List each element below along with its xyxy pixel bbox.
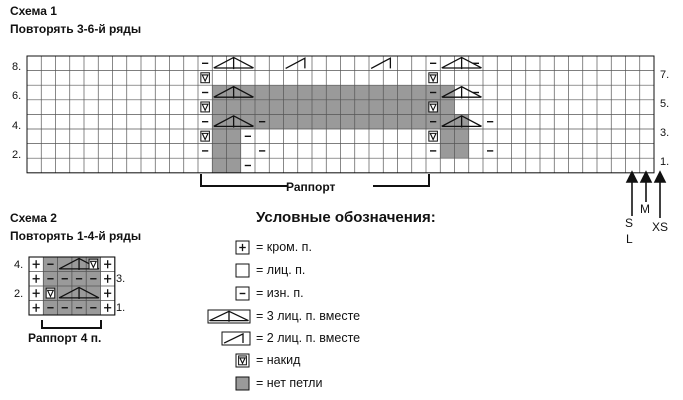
grid-border [26, 55, 655, 174]
scheme2-row-label: 4. [14, 259, 24, 271]
scheme1-row-label: 4. [12, 120, 22, 132]
scheme1-row-label: 7. [660, 69, 670, 81]
scheme1-row-label: 8. [12, 61, 22, 73]
yarn-over-symbol [201, 74, 209, 83]
yarn-over-symbol [429, 74, 437, 83]
yarn-over-symbol [429, 103, 437, 112]
yarn-over-symbol [201, 103, 209, 112]
size-label-xs: XS [652, 220, 669, 234]
legend-knit-text: = лиц. п. [256, 263, 306, 277]
legend-k3tog-text: = 3 лиц. п. вместе [256, 309, 361, 323]
k3tog-symbol [213, 56, 254, 70]
scheme1-subtitle: Повторять 3-6-й ряды [10, 22, 142, 36]
scheme2-rapport-bracket [41, 320, 102, 329]
scheme1-rapport-bracket [200, 174, 430, 187]
yarn-over-symbol [200, 130, 210, 142]
yarn-over-symbol [239, 357, 246, 365]
scheme2-subtitle: Повторять 1-4-й ряды [10, 229, 142, 243]
legend-purl-text: = изн. п. [256, 286, 304, 300]
legend-edge-stitch-text: = кром. п. [256, 240, 312, 254]
yarn-over-symbol [46, 289, 55, 298]
scheme1-row-label: 2. [12, 149, 22, 161]
k2tog-symbol [223, 332, 244, 344]
yarn-over-symbol [428, 130, 438, 142]
scheme2-title: Схема 2 [10, 211, 57, 225]
k3tog-symbol [441, 85, 482, 99]
legend-title: Условные обозначения: [256, 209, 436, 226]
yarn-over-symbol [201, 132, 209, 141]
size-arrow-s-head [625, 170, 639, 183]
yarn-over-symbol [200, 72, 210, 84]
k3tog-symbol [213, 85, 254, 99]
size-label-l: L [626, 232, 633, 246]
size-label-s: S [625, 216, 634, 230]
scheme2-row-label: 2. [14, 288, 24, 300]
scheme1-row-label: 3. [660, 127, 670, 139]
scheme2-rapport-label: Раппорт 4 п. [28, 331, 102, 345]
scheme2-grid [28, 256, 116, 316]
legend-k2tog-text: = 2 лиц. п. вместе [256, 331, 361, 345]
legend-knit-icon [235, 263, 250, 278]
legend-k2tog-icon [221, 331, 251, 346]
legend-no-stitch-text: = нет петли [256, 376, 323, 390]
scheme1-row-label: 5. [660, 98, 670, 110]
yarn-over-symbol [45, 287, 56, 299]
k2tog-symbol [370, 57, 392, 69]
size-arrow-xs-head [653, 170, 667, 183]
legend-no-stitch-icon [235, 376, 250, 391]
yarn-over-symbol [88, 258, 99, 270]
yarn-over-symbol [428, 101, 438, 113]
scheme1-title: Схема 1 [10, 4, 57, 18]
grid-border [28, 256, 116, 316]
k3tog-symbol [441, 115, 482, 128]
scheme2-row-label: 3. [116, 273, 126, 285]
k3tog-symbol [213, 115, 254, 128]
size-arrow-m-head [639, 170, 653, 183]
legend-symbols [207, 240, 251, 391]
k3tog-symbol [441, 56, 482, 70]
scheme1-row-label: 1. [660, 156, 670, 168]
scheme1-row-label: 6. [12, 90, 22, 102]
yarn-over-symbol [428, 72, 438, 84]
k3tog-symbol [58, 286, 100, 300]
scheme1-grid [26, 55, 655, 174]
yarn-over-symbol [89, 260, 98, 269]
yarn-over-symbol [200, 101, 210, 113]
yarn-over-symbol [238, 355, 247, 366]
yarn-over-symbol [429, 132, 437, 141]
no-stitch-area [212, 85, 455, 129]
k2tog-symbol [285, 57, 306, 69]
scheme1-rapport-label: Раппорт [286, 180, 336, 194]
k3tog-symbol [209, 310, 249, 322]
scheme2-row-label: 1. [116, 302, 126, 314]
legend-yarn-over-text: = накид [256, 353, 301, 367]
size-label-m: M [640, 202, 650, 216]
